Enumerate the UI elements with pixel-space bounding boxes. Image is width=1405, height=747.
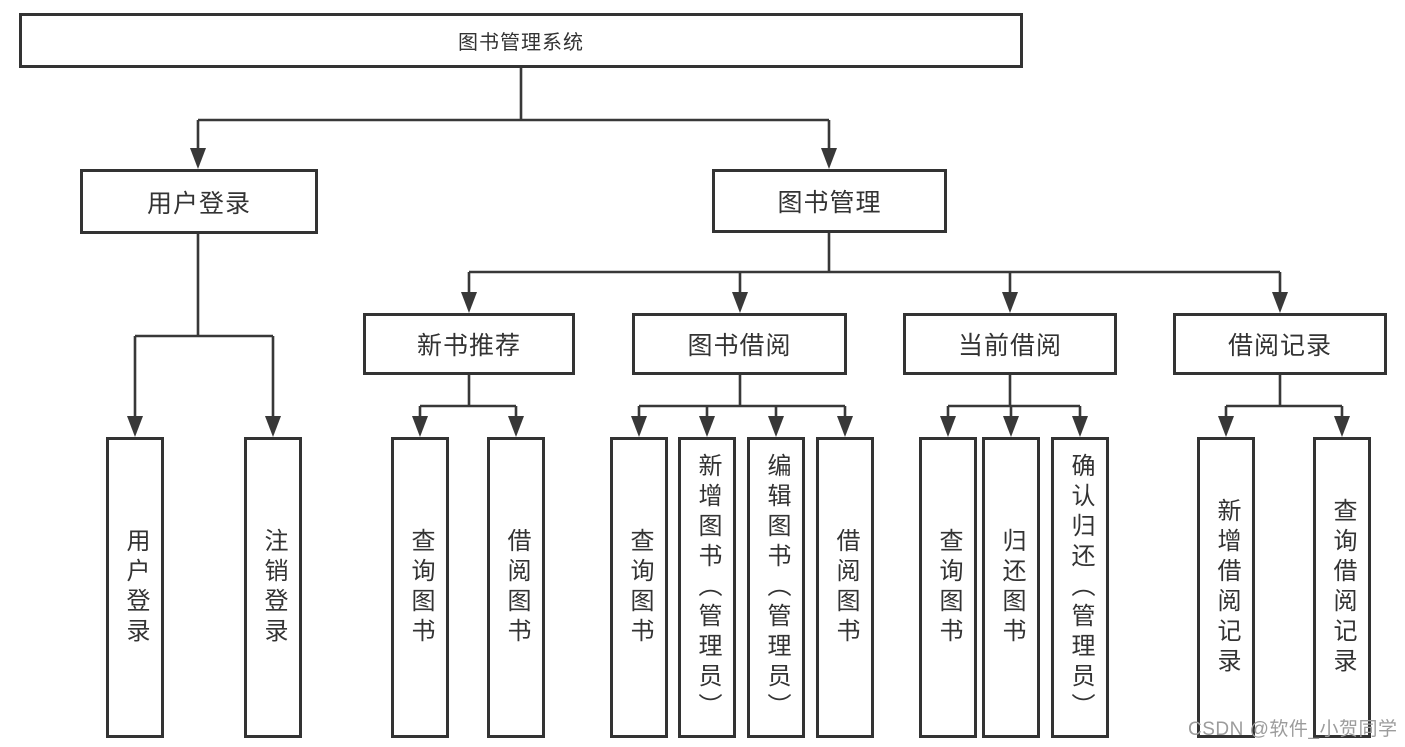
leaf-borrow-edit-book-label: 编辑图书（管理员）: [763, 452, 790, 723]
node-new-book-rec-label: 新书推荐: [416, 332, 521, 360]
node-new-book-rec: 新书推荐: [363, 313, 575, 375]
arrowhead: [1003, 416, 1019, 437]
leaf-current-query-book-label: 查询图书: [935, 527, 962, 648]
arrowhead: [732, 292, 748, 313]
arrowhead: [768, 416, 784, 437]
arrowhead: [940, 416, 956, 437]
leaf-rec-borrow-book: 借阅图书: [487, 437, 545, 738]
node-borrow-records-label: 借阅记录: [1227, 332, 1332, 360]
node-book-borrow: 图书借阅: [632, 313, 847, 375]
leaf-logout: 注销登录: [244, 437, 302, 738]
arrowhead: [1272, 292, 1288, 313]
leaf-borrow-query-book: 查询图书: [610, 437, 668, 738]
node-user-login: 用户登录: [80, 169, 318, 234]
leaf-current-return-book: 归还图书: [982, 437, 1040, 738]
arrowhead: [265, 416, 281, 437]
leaf-current-query-book: 查询图书: [919, 437, 977, 738]
arrowhead: [1072, 416, 1088, 437]
connector-user-login-children: [127, 234, 281, 437]
csdn-watermark: CSDN @软件_小贺同学: [1188, 719, 1398, 740]
leaf-records-query-record-label: 查询借阅记录: [1329, 497, 1356, 678]
leaf-current-confirm-return-label: 确认归还（管理员）: [1067, 452, 1094, 723]
leaf-current-confirm-return: 确认归还（管理员）: [1051, 437, 1109, 738]
arrowhead: [837, 416, 853, 437]
leaf-borrow-query-book-label: 查询图书: [626, 527, 653, 648]
node-borrow-records: 借阅记录: [1173, 313, 1387, 375]
node-root: 图书管理系统: [19, 13, 1023, 68]
arrowhead: [508, 416, 524, 437]
node-current-borrow-label: 当前借阅: [957, 332, 1062, 360]
leaf-current-return-book-label: 归还图书: [998, 527, 1025, 648]
leaf-rec-query-book-label: 查询图书: [407, 527, 434, 648]
node-current-borrow: 当前借阅: [903, 313, 1117, 375]
leaf-user-login: 用户登录: [106, 437, 164, 738]
connector-book-borrow-children: [631, 375, 853, 437]
arrowhead: [412, 416, 428, 437]
node-root-label: 图书管理系统: [458, 32, 584, 54]
leaf-borrow-add-book: 新增图书（管理员）: [678, 437, 736, 738]
arrowhead: [190, 148, 206, 169]
arrowhead: [821, 148, 837, 169]
arrowhead: [1218, 416, 1234, 437]
arrowhead: [461, 292, 477, 313]
arrowhead: [127, 416, 143, 437]
connector-current-borrow-children: [940, 375, 1088, 437]
leaf-borrow-add-book-label: 新增图书（管理员）: [694, 452, 721, 723]
connector-borrow-records-children: [1218, 375, 1350, 437]
leaf-borrow-borrow-book-label: 借阅图书: [832, 527, 859, 648]
connector-book-mgmt-children: [461, 233, 1288, 313]
node-user-login-label: 用户登录: [146, 189, 251, 218]
node-book-borrow-label: 图书借阅: [687, 332, 792, 360]
leaf-borrow-edit-book: 编辑图书（管理员）: [747, 437, 805, 738]
connector-new-book-rec-children: [412, 375, 524, 437]
arrowhead: [1002, 292, 1018, 313]
leaf-user-login-label: 用户登录: [122, 527, 149, 648]
leaf-rec-query-book: 查询图书: [391, 437, 449, 738]
node-book-mgmt: 图书管理: [712, 169, 947, 233]
arrowhead: [1334, 416, 1350, 437]
leaf-records-query-record: 查询借阅记录: [1313, 437, 1371, 738]
leaf-rec-borrow-book-label: 借阅图书: [503, 527, 530, 648]
leaf-records-add-record-label: 新增借阅记录: [1213, 497, 1240, 678]
arrowhead: [631, 416, 647, 437]
node-book-mgmt-label: 图书管理: [777, 189, 882, 217]
leaf-records-add-record: 新增借阅记录: [1197, 437, 1255, 738]
leaf-borrow-borrow-book: 借阅图书: [816, 437, 874, 738]
arrowhead: [699, 416, 715, 437]
connector-root-to-level2: [190, 68, 837, 169]
leaf-logout-label: 注销登录: [260, 527, 287, 648]
